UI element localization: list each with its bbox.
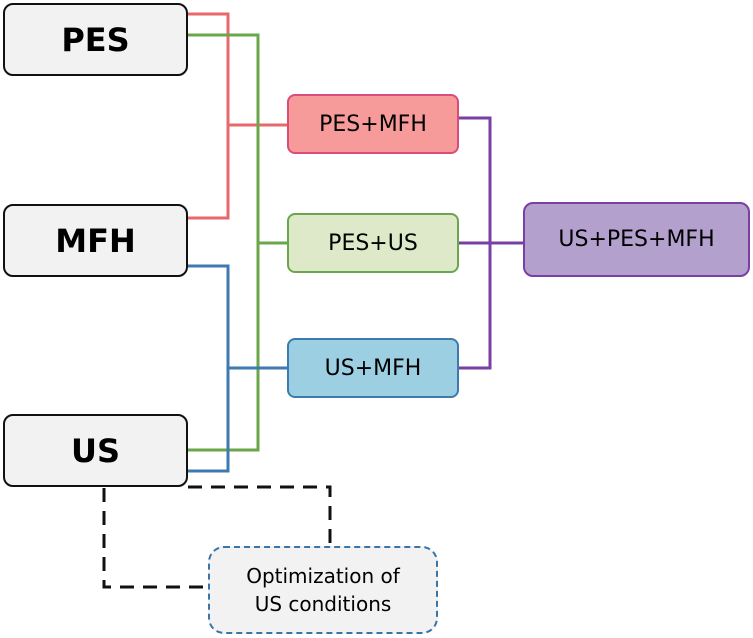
pes-us-box: PES+US xyxy=(287,213,459,273)
pes-box: PES xyxy=(3,3,188,76)
connector-pes-us xyxy=(186,33,260,452)
pes-mfh-label: PES+MFH xyxy=(319,111,427,137)
us-pes-mfh-label: US+PES+MFH xyxy=(558,227,715,252)
note-line-2: US conditions xyxy=(254,592,392,616)
optimization-note: Optimization of US conditions xyxy=(208,546,438,634)
us-mfh-box: US+MFH xyxy=(287,338,459,398)
us-mfh-label: US+MFH xyxy=(324,355,422,381)
us-label: US xyxy=(70,431,121,470)
us-box: US xyxy=(3,414,188,487)
connector-us-mfh xyxy=(188,264,230,473)
connector-us-to-note-right xyxy=(188,485,332,545)
mfh-label: MFH xyxy=(55,221,136,260)
pes-label: PES xyxy=(61,20,130,59)
note-line-1: Optimization of xyxy=(246,564,400,588)
connector-pes-mfh xyxy=(186,12,230,220)
pes-us-label: PES+US xyxy=(328,230,418,256)
connector-us-to-note xyxy=(102,488,208,589)
mfh-box: MFH xyxy=(3,204,188,277)
pes-mfh-box: PES+MFH xyxy=(287,94,459,154)
us-pes-mfh-box: US+PES+MFH xyxy=(523,202,750,277)
